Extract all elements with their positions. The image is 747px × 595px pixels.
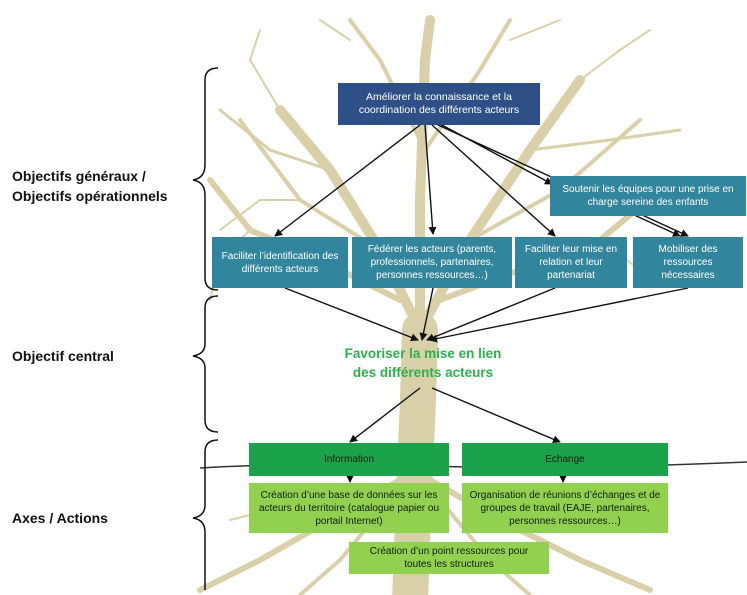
box-support-teams: Soutenir les équipes pour une prise en c… bbox=[550, 176, 746, 216]
box-main-goal: Améliorer la connaissance et la coordina… bbox=[338, 83, 540, 125]
action-resource-point: Création d’un point ressources pour tout… bbox=[349, 542, 549, 574]
label-general-objectives: Objectifs généraux / Objectifs opération… bbox=[12, 166, 168, 206]
box-facilitate-identification: Faciliter l’identification des différent… bbox=[212, 237, 348, 288]
box-mobilize-resources: Mobiliser des ressources nécessaires bbox=[633, 237, 743, 288]
box-facilitate-relation: Faciliter leur mise en relation et leur … bbox=[515, 237, 627, 288]
central-objective: Favoriser la mise en lien des différents… bbox=[318, 344, 528, 382]
label-general-line2: Objectifs opérationnels bbox=[12, 188, 168, 204]
axis-exchange: Echange bbox=[462, 443, 668, 476]
action-meetings: Organisation de réunions d’échanges et d… bbox=[462, 483, 668, 533]
label-axes-actions: Axes / Actions bbox=[12, 510, 108, 526]
action-database: Création d’une base de données sur les a… bbox=[249, 483, 449, 533]
central-objective-line2: des différents acteurs bbox=[352, 365, 494, 380]
central-objective-line1: Favoriser la mise en lien bbox=[344, 346, 502, 361]
label-general-line1: Objectifs généraux / bbox=[12, 168, 146, 184]
box-federate-actors: Fédérer les acteurs (parents, profession… bbox=[352, 237, 512, 288]
label-central-objective: Objectif central bbox=[12, 348, 114, 364]
axis-information: Information bbox=[249, 443, 449, 476]
